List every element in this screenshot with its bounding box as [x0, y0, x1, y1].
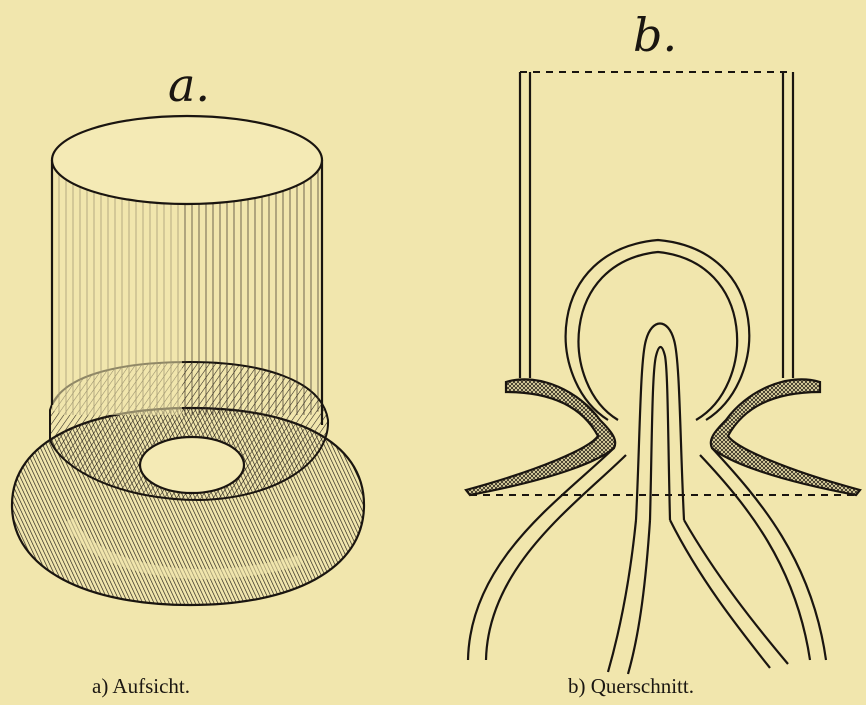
right-flange	[711, 379, 860, 495]
central-stalk	[636, 324, 684, 521]
central-opening	[140, 437, 244, 493]
left-flange	[466, 379, 615, 495]
inner-loop	[566, 240, 750, 420]
figure-a-drawing	[12, 116, 364, 605]
caption-a: a) Aufsicht.	[92, 676, 190, 697]
figure-b-drawing	[466, 72, 860, 674]
caption-b: b) Querschnitt.	[568, 676, 694, 697]
outer-wall-right	[783, 72, 793, 378]
cylinder-top	[52, 116, 322, 204]
label-b: b.	[633, 12, 677, 58]
label-a: a.	[168, 62, 210, 108]
outer-wall-left	[520, 72, 530, 378]
